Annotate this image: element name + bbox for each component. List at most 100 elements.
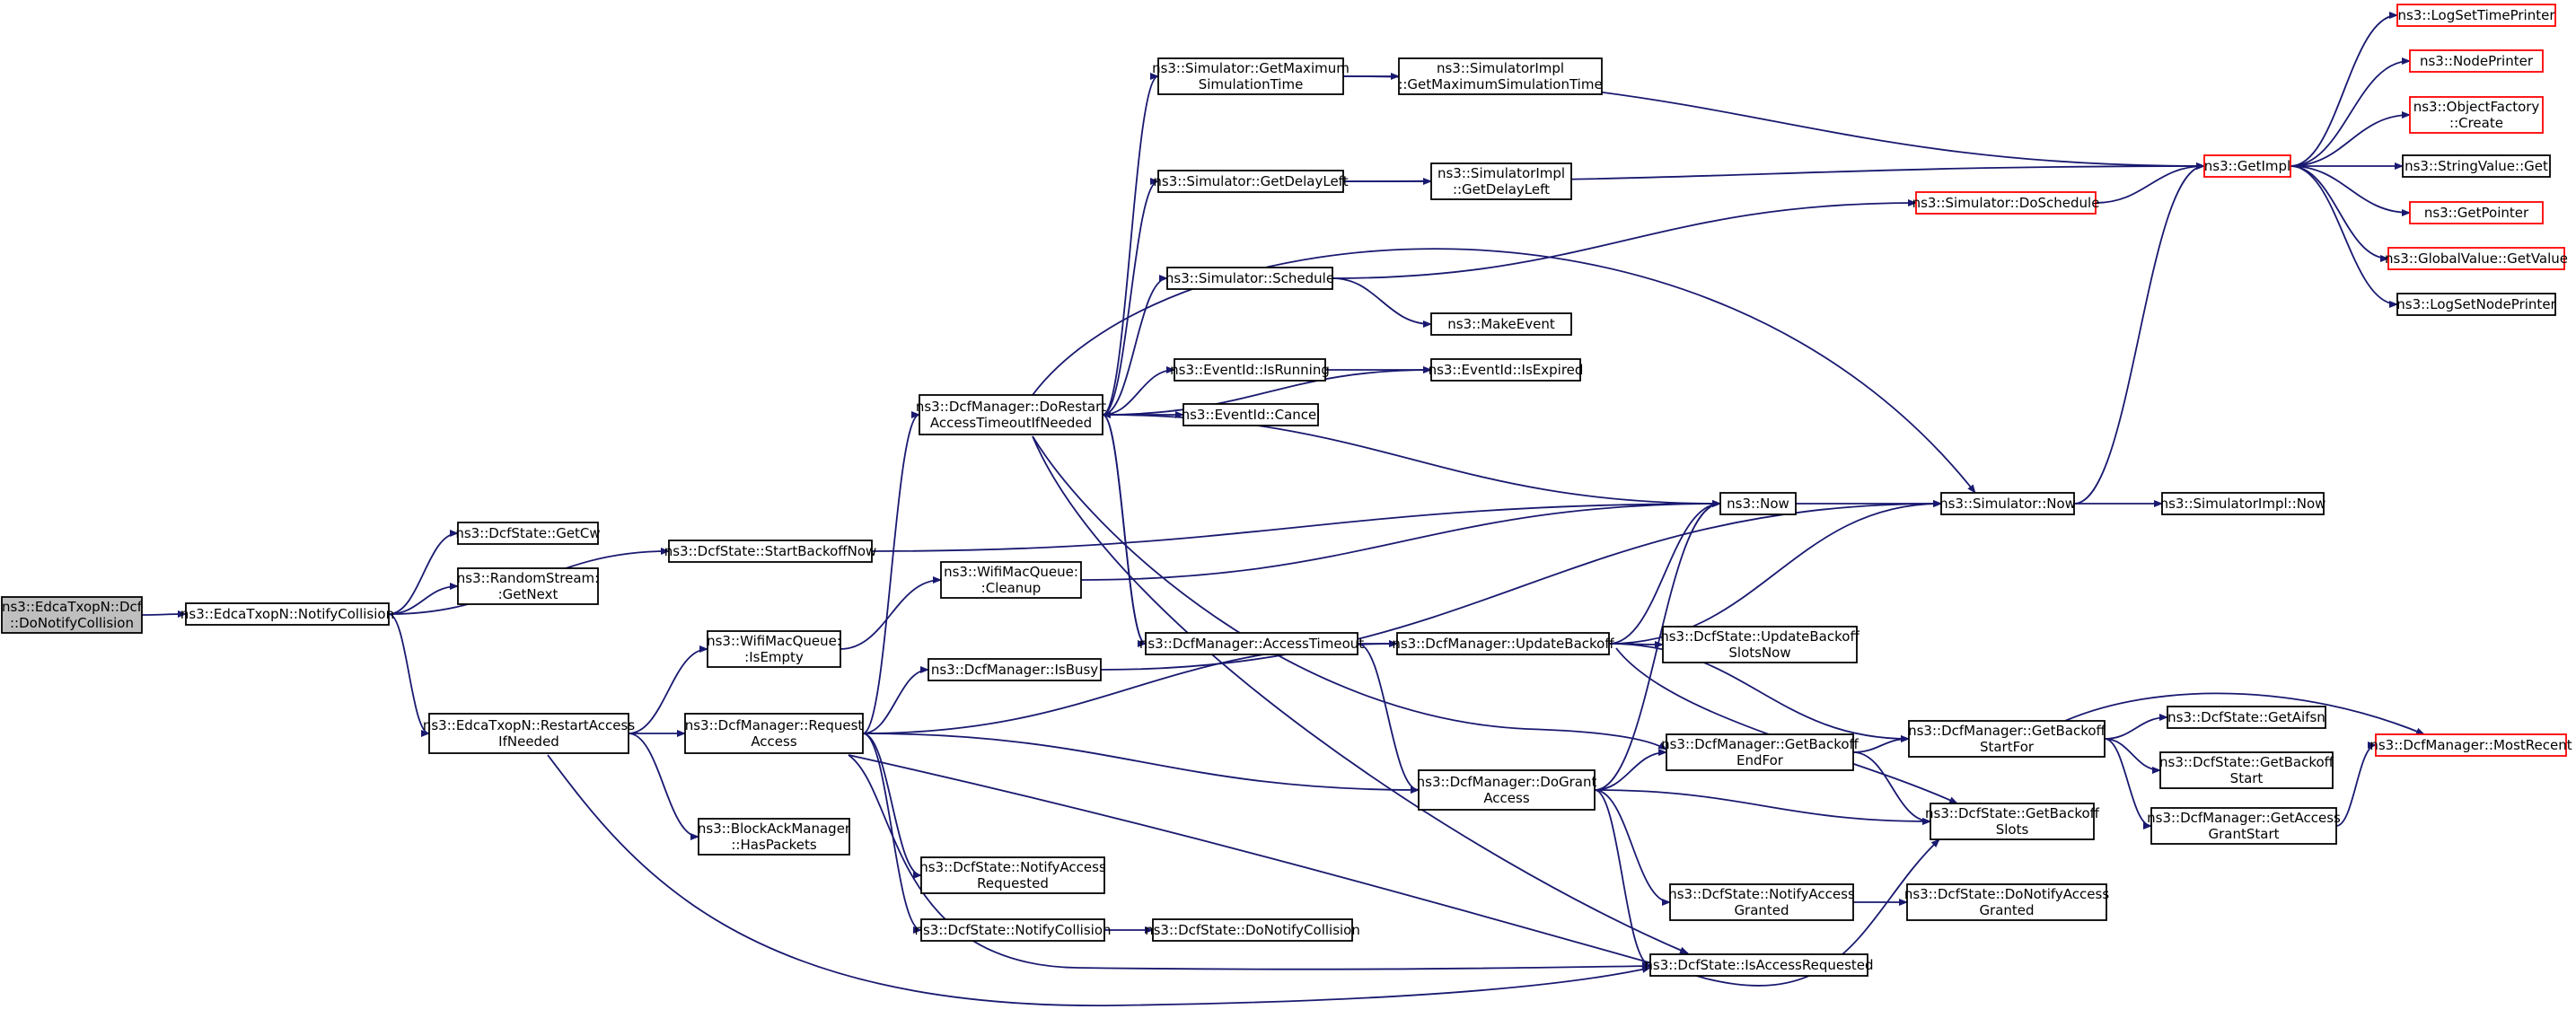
node-box bbox=[1396, 632, 1610, 655]
node-label: ns3::DcfState::GetCw bbox=[455, 525, 600, 541]
node-randomnext[interactable]: ns3::RandomStream::GetNext bbox=[457, 567, 599, 605]
node-label: Start bbox=[2230, 770, 2264, 786]
node-schedule[interactable]: ns3::Simulator::Schedule bbox=[1165, 267, 1334, 290]
node-box bbox=[920, 856, 1105, 894]
node-box bbox=[1174, 358, 1326, 382]
node-label: ns3::DcfManager::UpdateBackoff bbox=[1392, 636, 1614, 652]
edge-dorestart-to-getdelayleft bbox=[1102, 178, 1159, 416]
edge-restartaccess-to-isempty bbox=[628, 645, 708, 734]
edge-dogrant-to-notifygranted bbox=[1594, 789, 1671, 906]
node-objfactory[interactable]: ns3::ObjectFactory::Create bbox=[2409, 96, 2544, 134]
edge-getbackoffstart-to-getaifsn bbox=[2104, 714, 2168, 740]
node-globalvalue[interactable]: ns3::GlobalValue::GetValue bbox=[2385, 247, 2568, 270]
node-doschedule[interactable]: ns3::Simulator::DoSchedule bbox=[1912, 191, 2100, 215]
node-updatebackoff[interactable]: ns3::DcfManager::UpdateBackoff bbox=[1392, 632, 1614, 655]
node-label: Access bbox=[1483, 790, 1530, 806]
edge-dorestart-to-getbackoffend bbox=[1032, 435, 1667, 750]
edges-layer bbox=[141, 12, 2425, 1006]
node-implgetdelay[interactable]: ns3::SimulatorImpl::GetDelayLeft bbox=[1430, 162, 1572, 200]
node-label: ns3::DcfState::DoNotifyAccess bbox=[1904, 886, 2109, 902]
node-label: :Cleanup bbox=[981, 580, 1042, 596]
node-simnow[interactable]: ns3::Simulator::Now bbox=[1939, 492, 2076, 515]
node-getpointer[interactable]: ns3::GetPointer bbox=[2409, 201, 2544, 224]
node-logsettime[interactable]: ns3::LogSetTimePrinter bbox=[2396, 4, 2556, 27]
node-box bbox=[1, 596, 143, 634]
node-mostrecent[interactable]: ns3::DcfManager::MostRecent bbox=[2369, 733, 2572, 757]
edge-getaccessgrant-to-mostrecent bbox=[2335, 742, 2377, 827]
node-dorestart[interactable]: ns3::DcfManager::DoRestartAccessTimeoutI… bbox=[916, 394, 1106, 435]
node-haspackets[interactable]: ns3::BlockAckManager::HasPackets bbox=[698, 818, 851, 856]
edge-notifycollision-to-getcw bbox=[388, 530, 459, 615]
node-label: ns3::DcfManager::DoGrant bbox=[1417, 774, 1597, 790]
node-accesstimeout[interactable]: ns3::DcfManager::AccessTimeout bbox=[1139, 632, 1364, 655]
node-startbackoff[interactable]: ns3::DcfState::StartBackoffNow bbox=[664, 540, 877, 563]
node-getcw[interactable]: ns3::DcfState::GetCw bbox=[455, 522, 601, 545]
node-label: SlotsNow bbox=[1728, 645, 1790, 661]
node-isaccessreq[interactable]: ns3::DcfState::IsAccessRequested bbox=[1644, 953, 1874, 977]
node-now[interactable]: ns3::Now bbox=[1719, 492, 1797, 515]
node-label: ns3::GetPointer bbox=[2424, 205, 2529, 221]
edge-updatebackoff-to-simnow bbox=[1608, 500, 1942, 645]
node-label: ns3::DcfState::GetBackoff bbox=[2159, 754, 2334, 770]
node-getimpl[interactable]: ns3::GetImpl bbox=[2203, 154, 2291, 178]
node-isempty[interactable]: ns3::WifiMacQueue::IsEmpty bbox=[707, 630, 841, 668]
node-getaifsn[interactable]: ns3::DcfState::GetAifsn bbox=[2167, 706, 2326, 729]
node-isrunning[interactable]: ns3::EventId::IsRunning bbox=[1170, 358, 1330, 382]
node-dcfnotifycoll[interactable]: ns3::DcfState::NotifyCollision bbox=[914, 918, 1112, 942]
node-box bbox=[707, 630, 841, 668]
node-box bbox=[2409, 49, 2544, 73]
node-label: ns3::DcfState::GetAifsn bbox=[2167, 709, 2325, 725]
node-box bbox=[2387, 247, 2565, 270]
node-notifycollision[interactable]: ns3::EdcaTxopN::NotifyCollision bbox=[180, 602, 394, 626]
edge-startbackoff-to-now bbox=[871, 500, 1721, 552]
node-box bbox=[2409, 96, 2544, 134]
edge-getimpl-to-logsettime bbox=[2290, 12, 2398, 167]
node-label: ns3::EventId::Cancel bbox=[1182, 407, 1321, 423]
node-stringvalue[interactable]: ns3::StringValue::Get bbox=[2402, 154, 2551, 178]
edge-cleanup-to-now bbox=[1080, 500, 1721, 581]
node-box bbox=[1719, 492, 1797, 515]
node-box bbox=[1157, 57, 1344, 95]
node-label: Requested bbox=[977, 875, 1049, 891]
node-nodeprinter[interactable]: ns3::NodePrinter bbox=[2409, 49, 2544, 73]
edge-doschedule-to-getimpl bbox=[2095, 162, 2205, 204]
edge-getimpl-to-nodeprinter bbox=[2290, 57, 2411, 167]
edge-requestaccess-to-dorestart bbox=[862, 411, 920, 734]
node-logsetnode[interactable]: ns3::LogSetNodePrinter bbox=[2396, 293, 2557, 316]
node-label: ns3::DcfState::NotifyAccess bbox=[919, 859, 1106, 875]
node-root[interactable]: ns3::EdcaTxopN::Dcf::DoNotifyCollision bbox=[1, 596, 143, 634]
node-box bbox=[1430, 358, 1581, 382]
edge-dorestart-to-isaccessreq bbox=[1032, 435, 1689, 954]
node-box bbox=[940, 561, 1082, 599]
node-label: ns3::BlockAckManager bbox=[698, 821, 851, 837]
node-makeevent[interactable]: ns3::MakeEvent bbox=[1430, 312, 1572, 336]
node-getdelayleft[interactable]: ns3::Simulator::GetDelayLeft bbox=[1153, 170, 1349, 193]
node-label: ns3::SimulatorImpl bbox=[1437, 60, 1564, 76]
node-donotifycoll[interactable]: ns3::DcfState::DoNotifyCollision bbox=[1145, 918, 1360, 942]
node-isexpired[interactable]: ns3::EventId::IsExpired bbox=[1429, 358, 1584, 382]
edge-updatebackoff-to-now bbox=[1608, 500, 1721, 645]
node-box bbox=[920, 918, 1105, 942]
node-implgetmax[interactable]: ns3::SimulatorImpl::GetMaximumSimulation… bbox=[1398, 57, 1603, 95]
node-box bbox=[2159, 751, 2334, 789]
node-implnow[interactable]: ns3::SimulatorImpl::Now bbox=[2160, 492, 2326, 515]
node-isbusy[interactable]: ns3::DcfManager::IsBusy bbox=[928, 658, 1102, 681]
node-cancel[interactable]: ns3::EventId::Cancel bbox=[1182, 403, 1321, 426]
node-label: ns3::DcfState::DoNotifyCollision bbox=[1145, 922, 1360, 938]
node-getmaxsim[interactable]: ns3::Simulator::GetMaximumSimulationTime bbox=[1152, 57, 1350, 95]
node-box bbox=[185, 602, 390, 626]
node-cleanup[interactable]: ns3::WifiMacQueue::Cleanup bbox=[940, 561, 1082, 599]
node-box bbox=[1906, 883, 2107, 921]
